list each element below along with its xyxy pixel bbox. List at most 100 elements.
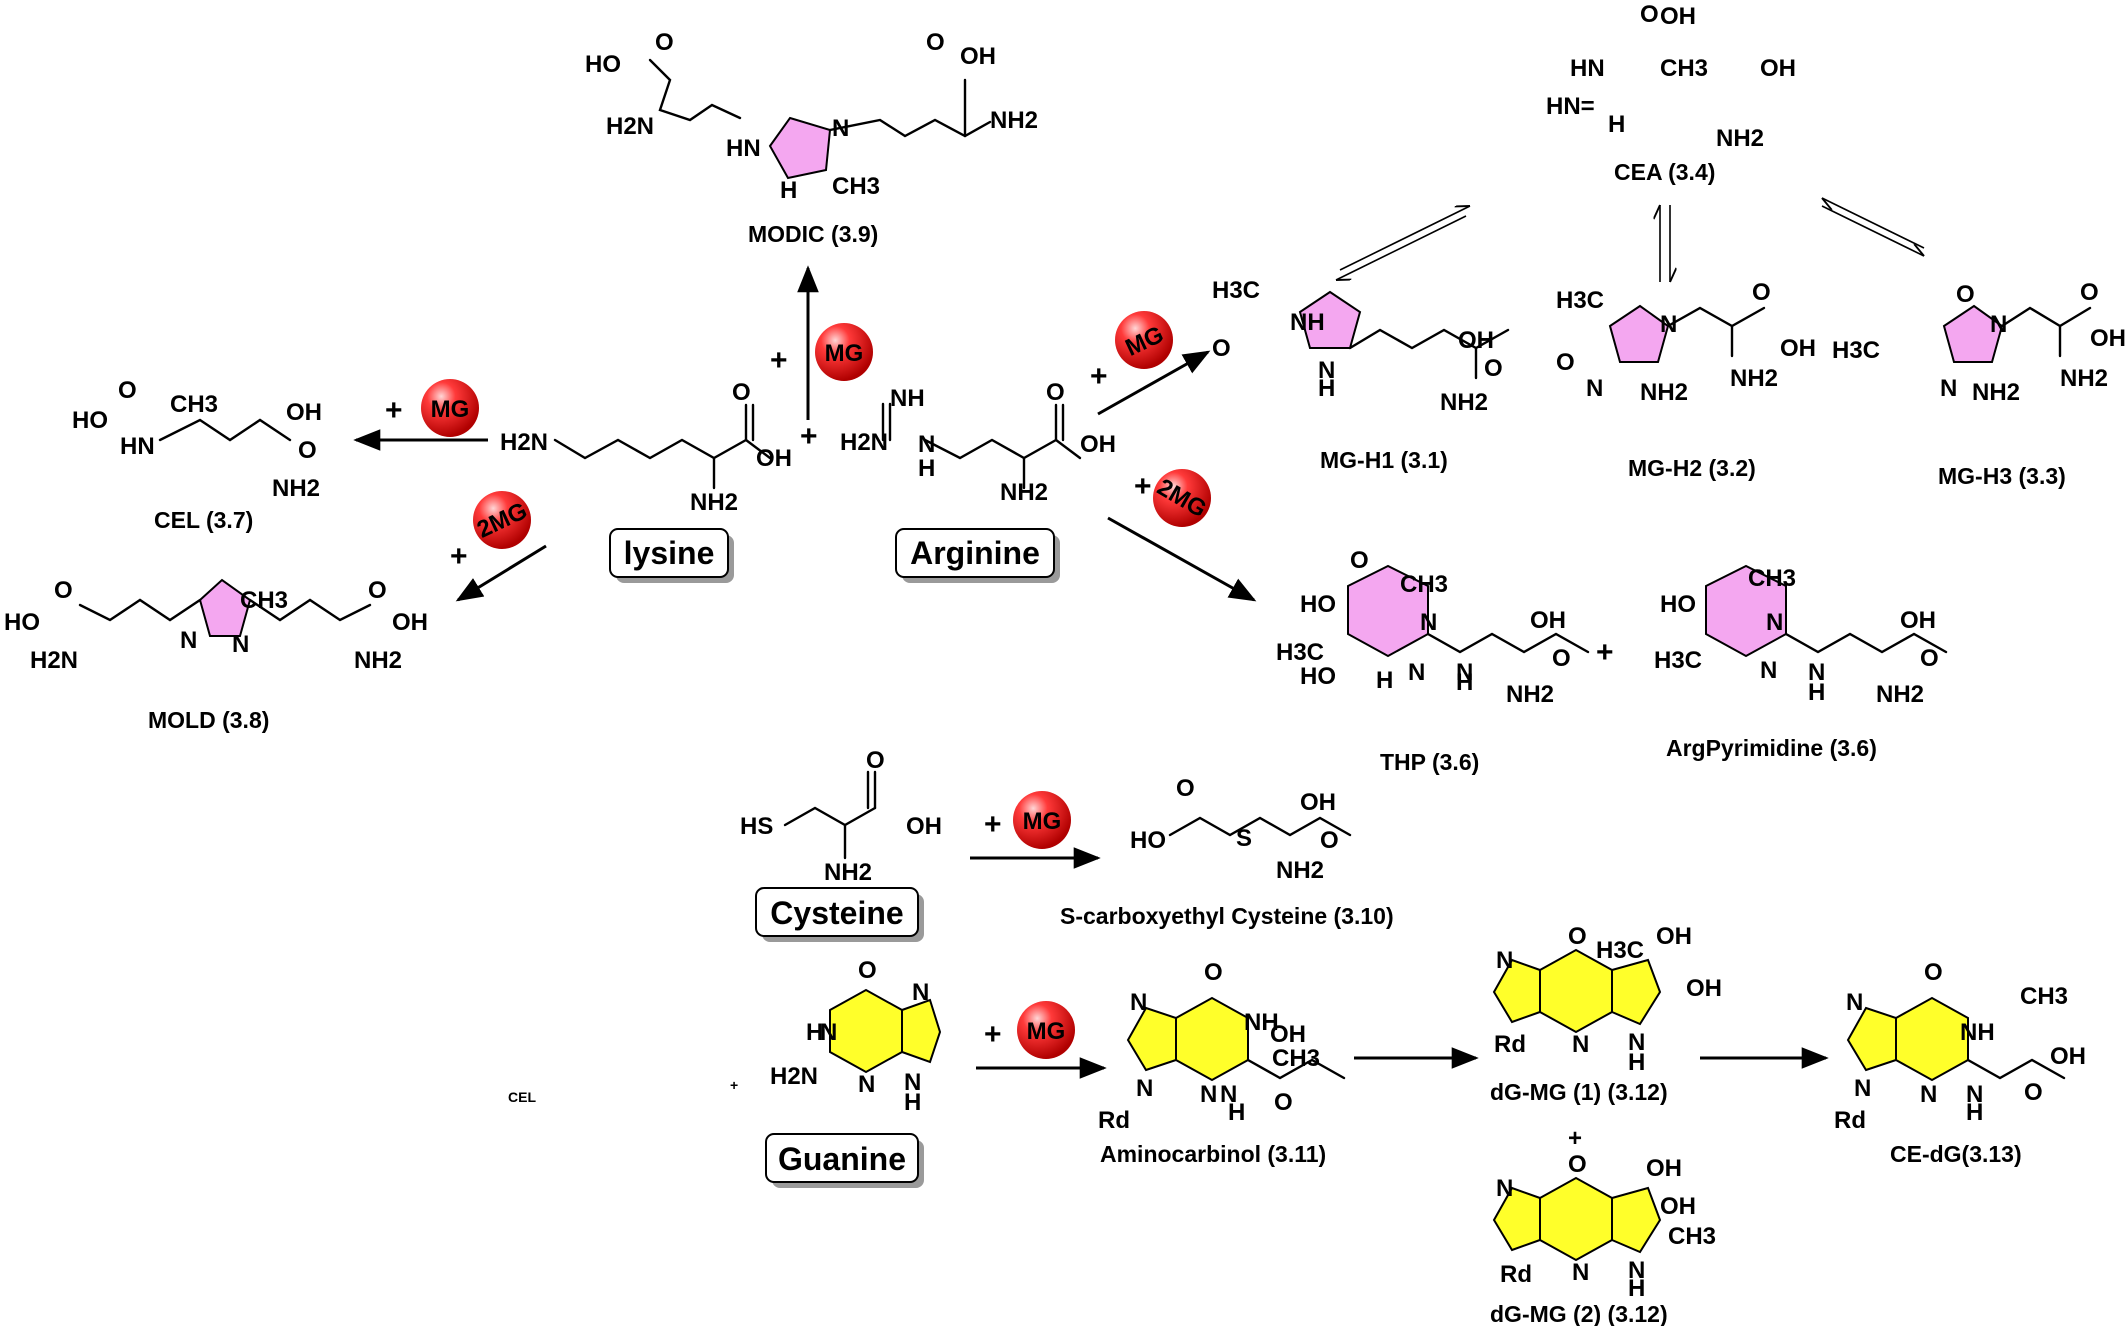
label-argpyrimidine: ArgPyrimidine (3.6): [1666, 735, 1877, 761]
svg-text:H2N: H2N: [30, 647, 78, 674]
svg-text:O: O: [1568, 923, 1587, 950]
svg-text:HN: HN: [726, 135, 761, 162]
svg-text:HO: HO: [1660, 591, 1696, 618]
dgmg1-imidazo-ring: [1611, 958, 1662, 1026]
svg-text:O: O: [866, 747, 885, 774]
modic-right-chain: [828, 118, 992, 138]
guanine-pyrimidine-ring: [829, 988, 903, 1074]
label-thp: THP (3.6): [1380, 749, 1479, 775]
label-aminocarbinol: Aminocarbinol (3.11): [1100, 1141, 1326, 1167]
svg-text:N: N: [1496, 947, 1513, 974]
mg-ball-mold: 2MG: [473, 491, 531, 549]
svg-text:N: N: [1220, 1081, 1237, 1108]
svg-text:O: O: [1484, 355, 1503, 382]
eq-mgh1-cea-back: [1335, 215, 1467, 280]
svg-text:Rd: Rd: [1098, 1107, 1130, 1134]
svg-text:NH2: NH2: [1972, 379, 2020, 406]
svg-text:H: H: [918, 455, 935, 482]
svg-text:OH: OH: [1660, 1193, 1696, 1220]
svg-text:OH: OH: [1780, 335, 1816, 362]
svg-text:H2N: H2N: [500, 429, 548, 456]
eq-cea-mgh3-forward: [1821, 205, 1924, 257]
svg-text:H: H: [1318, 375, 1335, 402]
svg-text:OH: OH: [1530, 607, 1566, 634]
svg-text:OH: OH: [1760, 55, 1796, 82]
svg-text:OH: OH: [1686, 975, 1722, 1002]
svg-text:N: N: [1408, 659, 1425, 686]
mgh1-chain: [1348, 328, 1510, 350]
cedg-imidazole-ring: [1846, 1006, 1897, 1072]
svg-text:O: O: [1556, 349, 1575, 376]
svg-text:HO: HO: [4, 609, 40, 636]
svg-text:NH: NH: [1244, 1009, 1279, 1036]
plus-guanine: +: [984, 1018, 1002, 1051]
svg-text:NH2: NH2: [1440, 389, 1488, 416]
svg-text:lysine: lysine: [624, 535, 715, 571]
svg-text:O: O: [118, 377, 137, 404]
svg-text:OH: OH: [1660, 3, 1696, 30]
svg-text:H3C: H3C: [1556, 287, 1604, 314]
svg-text:MG: MG: [431, 396, 470, 423]
svg-text:O: O: [368, 577, 387, 604]
reaction-arrows: [353, 265, 1829, 1079]
label-mgh1: MG-H1 (3.1): [1320, 447, 1448, 473]
mg-ball-modic: MG: [815, 323, 873, 381]
svg-text:MG: MG: [825, 340, 864, 367]
svg-text:H: H: [1376, 667, 1393, 694]
svg-text:N: N: [1130, 989, 1147, 1016]
mgh2-chain: [1666, 306, 1766, 328]
svg-text:N: N: [1456, 659, 1473, 686]
svg-text:HO: HO: [72, 407, 108, 434]
svg-text:N: N: [1854, 1075, 1871, 1102]
svg-text:N: N: [1586, 375, 1603, 402]
label-cedg: CE-dG(3.13): [1890, 1141, 2022, 1167]
mg-ball-mgh1: MG: [1115, 311, 1173, 369]
svg-text:NH2: NH2: [824, 859, 872, 886]
svg-text:O: O: [926, 29, 945, 56]
svg-text:N: N: [232, 631, 249, 658]
svg-text:OH: OH: [1080, 431, 1116, 458]
svg-text:O: O: [2080, 279, 2099, 306]
plus-modic: +: [770, 344, 788, 377]
scec-chain: [1168, 816, 1352, 837]
svg-text:O: O: [655, 29, 674, 56]
svg-text:O: O: [1752, 279, 1771, 306]
svg-text:NH2: NH2: [1640, 379, 1688, 406]
svg-text:NH: NH: [1290, 309, 1325, 336]
svg-text:H: H: [1628, 1049, 1645, 1076]
svg-text:N: N: [1420, 609, 1437, 636]
plus-dgmg: +: [1568, 1125, 1582, 1152]
svg-text:NH2: NH2: [690, 489, 738, 516]
dgmg2-pyrimidine-ring: [1539, 1176, 1613, 1262]
colored-rings: [198, 116, 2004, 1262]
svg-text:N: N: [1572, 1031, 1589, 1058]
svg-text:O: O: [298, 437, 317, 464]
cedg-pyrimidine-ring: [1895, 996, 1969, 1082]
svg-text:O: O: [1320, 827, 1339, 854]
mg-ball-cysteine: MG: [1013, 791, 1071, 849]
mold-left-chain: [78, 598, 202, 622]
svg-text:OH: OH: [1270, 1021, 1306, 1048]
svg-text:HN=: HN=: [1546, 93, 1595, 120]
arrow-to-mgh1: [1097, 350, 1211, 416]
svg-text:CH3: CH3: [1748, 565, 1796, 592]
modic-left-chain: [648, 58, 742, 122]
svg-text:O: O: [1204, 959, 1223, 986]
mold-imidazolium-ring: [198, 578, 252, 637]
svg-text:H3C: H3C: [1654, 647, 1702, 674]
svg-text:N: N: [904, 1069, 921, 1096]
label-mgh2: MG-H2 (3.2): [1628, 455, 1756, 481]
cel-chain: [158, 418, 292, 442]
svg-text:MG: MG: [1023, 808, 1062, 835]
svg-text:OH: OH: [906, 813, 942, 840]
svg-text:N: N: [832, 115, 849, 142]
aminocarbinol-purine-ring: [1175, 996, 1249, 1082]
box-arginine: Arginine: [895, 528, 1060, 583]
svg-text:Guanine: Guanine: [778, 1141, 906, 1177]
cedg-chain: [1966, 1058, 2066, 1080]
svg-text:N: N: [1846, 989, 1863, 1016]
svg-text:N: N: [1628, 1257, 1645, 1284]
svg-text:H2N: H2N: [606, 113, 654, 140]
svg-text:OH: OH: [286, 399, 322, 426]
svg-text:N: N: [180, 627, 197, 654]
